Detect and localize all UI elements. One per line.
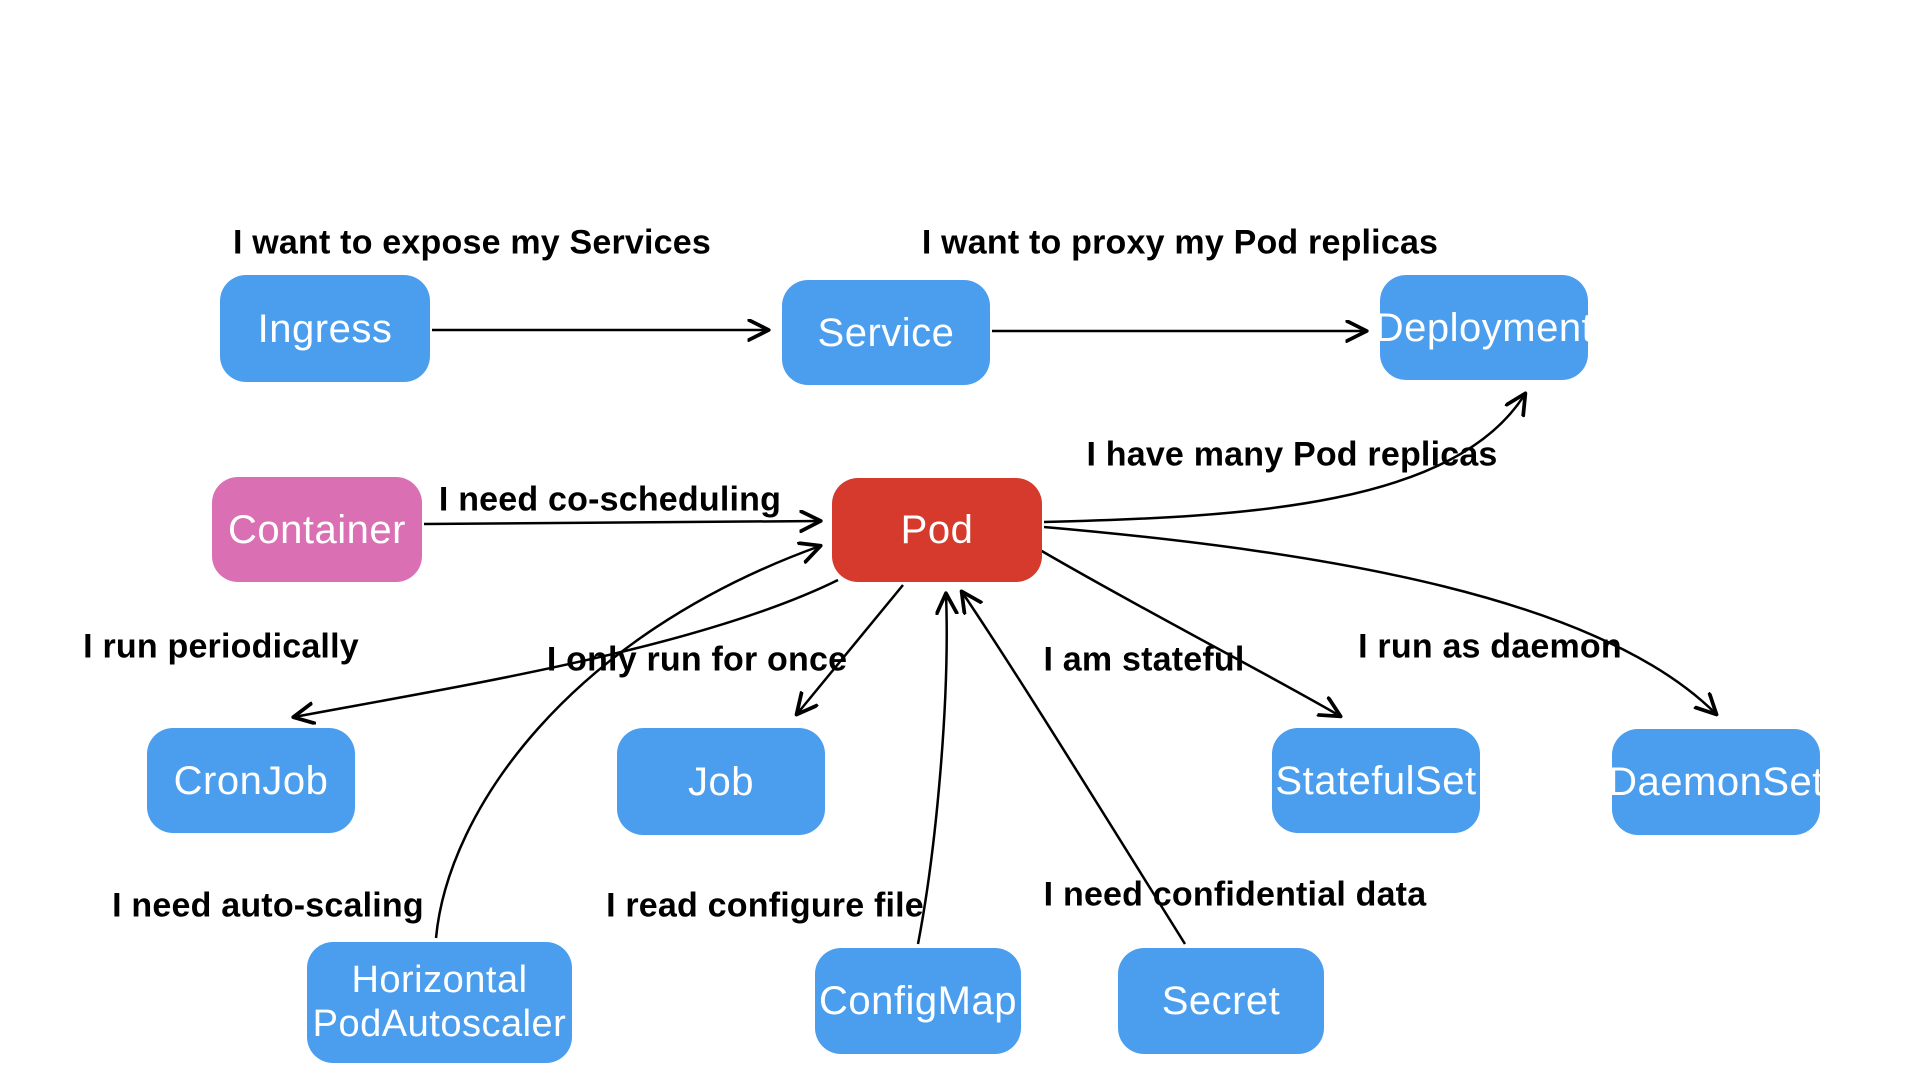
edge-label-pod-cronjob: I run periodically [83, 627, 359, 666]
edge-label-pod-deployment: I have many Pod replicas [1086, 435, 1498, 474]
node-deployment: Deployment [1375, 275, 1593, 380]
node-label: Secret [1161, 979, 1281, 1023]
edge-arrow-pod-daemonset [1043, 525, 1716, 714]
node-configmap: ConfigMap [815, 948, 1021, 1054]
node-service: Service [782, 280, 990, 385]
node-label: Deployment [1374, 305, 1594, 350]
edge-label-service-deployment: I want to proxy my Pod replicas [921, 223, 1439, 262]
edge-label-configmap-pod: I read configure file [606, 886, 924, 925]
node-label: DaemonSet [1608, 760, 1824, 804]
node-label: Ingress [257, 306, 393, 351]
edge-arrow-secret-pod [962, 592, 1187, 945]
edge-label-ingress-service: I want to expose my Services [232, 223, 712, 262]
edge-arrow-configmap-pod [916, 594, 947, 945]
node-container: Container [212, 477, 422, 582]
edge-arrow-pod-statefulset [1039, 548, 1340, 716]
node-label: Service [817, 310, 955, 355]
node-pod: Pod [832, 478, 1042, 582]
node-cronjob: CronJob [147, 728, 355, 833]
node-label: StatefulSet [1275, 758, 1477, 803]
edge-arrow-pod-cronjob [294, 578, 839, 717]
edge-label-pod-daemonset: I run as daemon [1358, 627, 1622, 666]
edge-arrow-pod-deployment [1043, 394, 1525, 524]
edge-label-pod-job: I only run for once [546, 640, 848, 679]
node-label: Pod [900, 508, 974, 552]
edge-label-horizontalpodautoscaler-pod: I need auto-scaling [112, 886, 424, 925]
node-label: ConfigMap [819, 979, 1017, 1023]
edge-arrow-horizontalpodautoscaler-pod [434, 546, 820, 939]
node-label-line: PodAutoscaler [312, 1002, 567, 1045]
node-label: Container [228, 507, 406, 552]
node-statefulset: StatefulSet [1272, 728, 1480, 833]
node-secret: Secret [1118, 948, 1324, 1054]
node-label: CronJob [173, 758, 329, 803]
node-daemonset: DaemonSet [1608, 729, 1823, 835]
node-label: Job [688, 759, 754, 804]
edge-label-pod-statefulset: I am stateful [1043, 640, 1245, 679]
edge-label-container-pod: I need co-scheduling [438, 480, 782, 519]
node-job: Job [617, 728, 825, 835]
edge-arrow-container-pod [423, 521, 820, 524]
edge-arrow-pod-job [797, 584, 904, 714]
node-ingress: Ingress [220, 275, 430, 382]
node-label-line: Horizontal [351, 958, 528, 1001]
edge-label-secret-pod: I need confidential data [1043, 875, 1427, 914]
